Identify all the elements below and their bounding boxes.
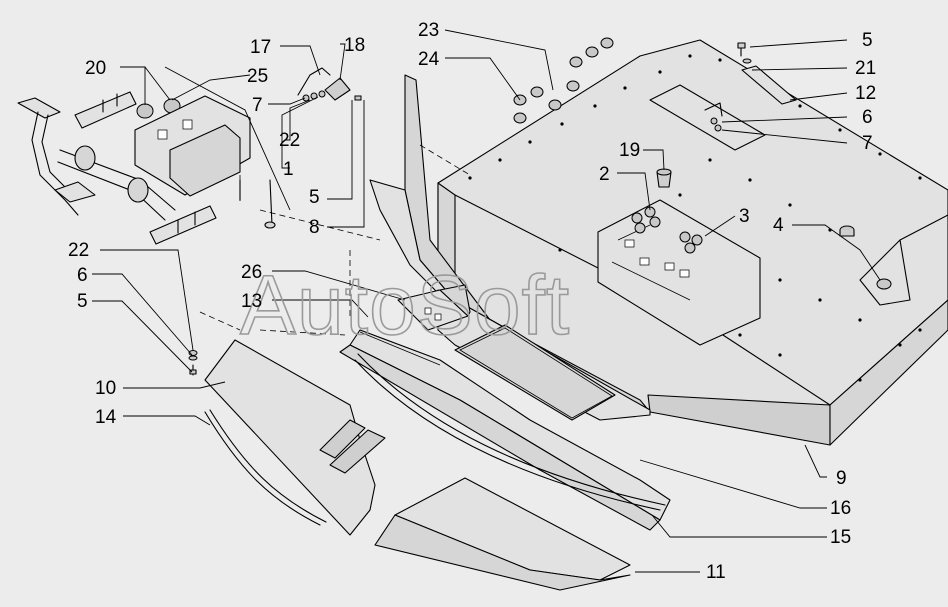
callout-3: 3 [739,206,750,227]
callout-labels: 17 18 20 25 7 22 1 5 8 23 24 5 21 12 6 7… [68,20,876,583]
callout-19: 19 [619,140,640,161]
callout-25: 25 [247,66,268,87]
bolt-plate-5-21-12 [710,42,797,132]
callout-6: 6 [77,265,88,286]
callout-14: 14 [95,407,117,428]
grommet-4 [839,225,892,290]
callout-10: 10 [95,378,116,399]
callout-12: 12 [855,83,876,104]
callout-23: 23 [418,20,439,41]
callout-22: 22 [279,130,300,151]
assembly-dash-lines [199,144,471,336]
floor-mat-10 [204,339,386,536]
bracket-26 [397,284,471,331]
callout-1: 1 [283,159,294,180]
control-panel-bracket [597,199,761,346]
callout-16: 16 [830,498,851,519]
callout-6: 6 [862,107,873,128]
callout-13: 13 [241,291,262,312]
callout-11: 11 [706,562,726,583]
callout-9: 9 [836,468,847,489]
callout-21: 21 [855,58,876,79]
leader-lines [92,29,881,573]
callout-17: 17 [250,37,271,58]
watermark-text: AutoSoft [240,258,570,352]
callout-26: 26 [241,262,262,283]
callout-18: 18 [344,35,365,56]
bracket-plate-25 [134,95,276,229]
callout-24: 24 [418,49,440,70]
edge-strip-14 [204,409,327,526]
callout-5: 5 [862,30,873,51]
callout-8: 8 [309,217,320,238]
callout-7: 7 [862,133,873,154]
callout-5: 5 [309,187,320,208]
front-slope-panel [437,289,651,421]
bottom-cover-11 [374,477,631,591]
callout-4: 4 [773,215,784,236]
latch-17-18 [297,67,362,102]
pedal-assembly [17,91,217,245]
bolt-nuts-23-24 [513,37,614,124]
callout-5: 5 [77,291,88,312]
callout-2: 2 [599,164,610,185]
toe-panel-16 [339,329,671,531]
callout-7: 7 [252,95,263,116]
callout-20: 20 [85,58,106,79]
bolts-22-6-5 [188,350,198,376]
trim-strip-15 [354,353,666,511]
plug-19 [656,168,672,188]
callout-15: 15 [830,527,851,548]
callout-22: 22 [68,240,89,261]
